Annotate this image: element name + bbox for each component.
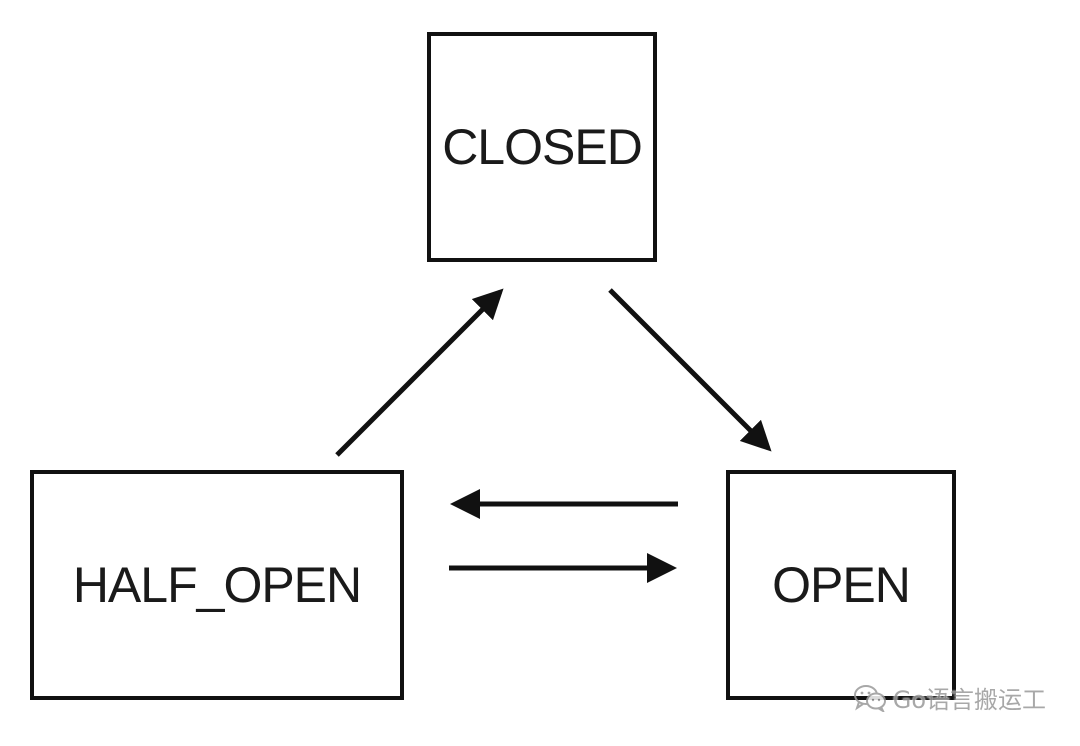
arrow-half-open-to-closed <box>335 288 504 457</box>
state-closed-label: CLOSED <box>442 119 643 175</box>
arrow-closed-to-open <box>608 288 772 452</box>
state-half-open-label: HALF_OPEN <box>72 557 362 613</box>
wechat-icon <box>853 684 887 712</box>
watermark-text: Go语言搬运工 <box>892 686 1046 714</box>
state-half-open: HALF_OPEN <box>30 470 404 700</box>
state-closed: CLOSED <box>427 32 657 262</box>
watermark: Go语言搬运工 <box>853 680 1046 715</box>
state-open-label: OPEN <box>772 557 911 613</box>
state-open: OPEN <box>726 470 956 700</box>
